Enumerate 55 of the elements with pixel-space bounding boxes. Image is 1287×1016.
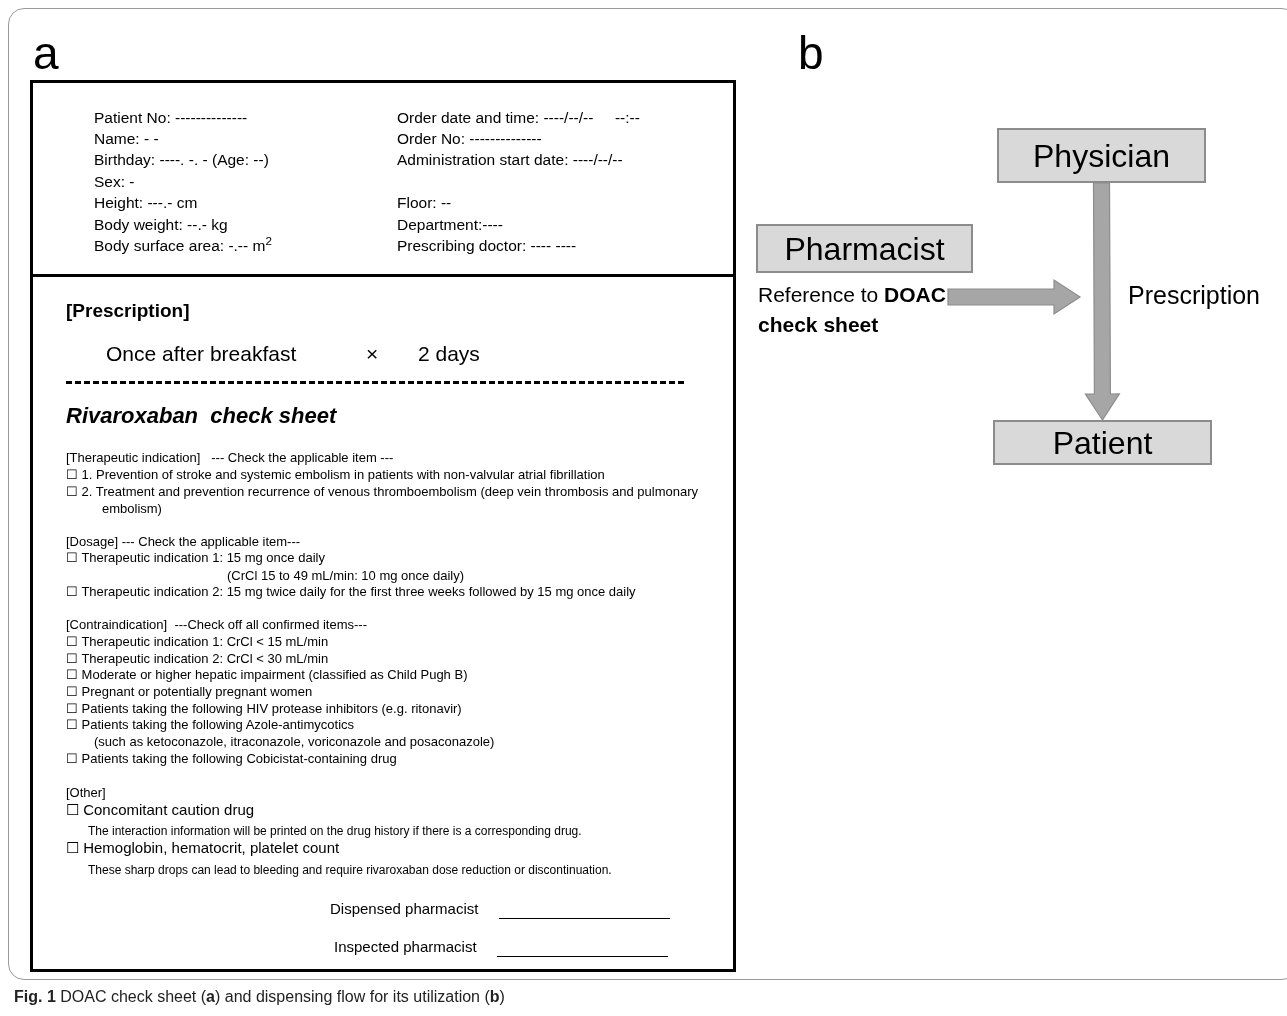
checkbox-item: ☐ Therapeutic indication 2: CrCl < 30 mL/min: [66, 650, 329, 667]
checkbox-item: ☐ Patients taking the following Azole-antimycotics: [66, 716, 355, 733]
checkbox-item: ☐ 1. Prevention of stroke and systemic embolism in patients with non-valvular atrial fibrillation: [66, 466, 605, 483]
checkbox-item: ☐ Hemoglobin, hematocrit, platelet count: [66, 838, 340, 857]
checkbox-item: ☐ Patients taking the following Cobicistat-containing drug: [66, 750, 397, 767]
form-field-text: Sex: -: [94, 172, 135, 192]
note-text: (such as ketoconazole, itraconazole, voriconazole and posaconazole): [94, 733, 495, 750]
sheet-title: Rivaroxaban check sheet: [66, 402, 337, 430]
checkbox-item: ☐ Patients taking the following HIV protease inhibitors (e.g. ritonavir): [66, 700, 462, 717]
checkbox-item: ☐ Therapeutic indication 1: CrCl < 15 mL/min: [66, 633, 329, 650]
times-sign: ×: [366, 341, 379, 367]
form-field-text: Order No: --------------: [397, 129, 542, 149]
patient-info-box: [30, 80, 736, 277]
block-arrow: [1084, 182, 1121, 422]
checkbox-item: ☐ Concomitant caution drug: [66, 800, 255, 819]
check-sheet-box: [30, 274, 736, 972]
form-field-text: Order date and time: ----/--/-- --:--: [397, 108, 640, 128]
signature-label: Dispensed pharmacist: [330, 899, 479, 918]
role-label: Physician: [1033, 139, 1170, 172]
dosage-text: 2 days: [418, 341, 480, 367]
note-text: (CrCl 15 to 49 mL/min: 10 mg once daily): [227, 567, 464, 584]
role-box: [997, 128, 1206, 183]
checkbox-item: ☐ Therapeutic indication 1: 15 mg once daily: [66, 549, 325, 566]
form-field-text: Prescribing doctor: ---- ----: [397, 236, 577, 256]
signature-label: Inspected pharmacist: [334, 937, 477, 956]
checkbox-item: ☐ Pregnant or potentially pregnant women: [66, 683, 313, 700]
section-heading: [Dosage] --- Check the applicable item---: [66, 533, 301, 550]
note-text: These sharp drops can lead to bleeding and require rivaroxaban dose reduction or discontinuation.: [88, 862, 612, 879]
role-label: Patient: [1052, 426, 1153, 459]
panel-letter: a: [33, 30, 59, 76]
form-field-text: Floor: --: [397, 193, 452, 213]
checkbox-item: ☐ Moderate or higher hepatic impairment (classified as Child Pugh B): [66, 666, 468, 683]
role-box: [993, 420, 1212, 465]
form-field-text: Birthday: ----. -. - (Age: --): [94, 150, 269, 170]
section-heading: [Therapeutic indication] --- Check the applicable item ---: [66, 449, 394, 466]
figure-caption: Fig. 1 DOAC check sheet (a) and dispensing flow for its utilization (b): [14, 987, 505, 1007]
section-heading: [Other]: [66, 784, 106, 801]
annotation-text: Reference to DOAC check sheet: [758, 282, 947, 338]
role-box: [756, 224, 973, 273]
form-field-text: Department:----: [397, 215, 503, 235]
panel-letter: b: [798, 30, 824, 76]
section-heading: [Contraindication] ---Check off all confirmed items---: [66, 616, 368, 633]
section-title: [Prescription]: [66, 299, 190, 323]
checkbox-item: ☐ Therapeutic indication 2: 15 mg twice daily for the first three weeks followed by 15 mg once daily: [66, 583, 636, 600]
dosage-text: Once after breakfast: [106, 341, 297, 367]
block-arrow: [947, 278, 1082, 316]
form-field-text: Name: - -: [94, 129, 159, 149]
role-label: Pharmacist: [784, 232, 945, 265]
note-text: The interaction information will be printed on the drug history if there is a corresponding drug.: [88, 823, 582, 840]
form-field-text: Administration start date: ----/--/--: [397, 150, 623, 170]
form-field-text: Height: ---.- cm: [94, 193, 198, 213]
form-field-text: Body surface area: -.-- m$^{2}$: [94, 236, 272, 256]
form-field-text: Patient No: --------------: [94, 108, 248, 128]
checkbox-item: ☐ 2. Treatment and prevention recurrence of venous thromboembolism (deep vein thrombosis and pulmonary embolism): [66, 483, 699, 517]
form-field-text: Body weight: --.- kg: [94, 215, 228, 235]
